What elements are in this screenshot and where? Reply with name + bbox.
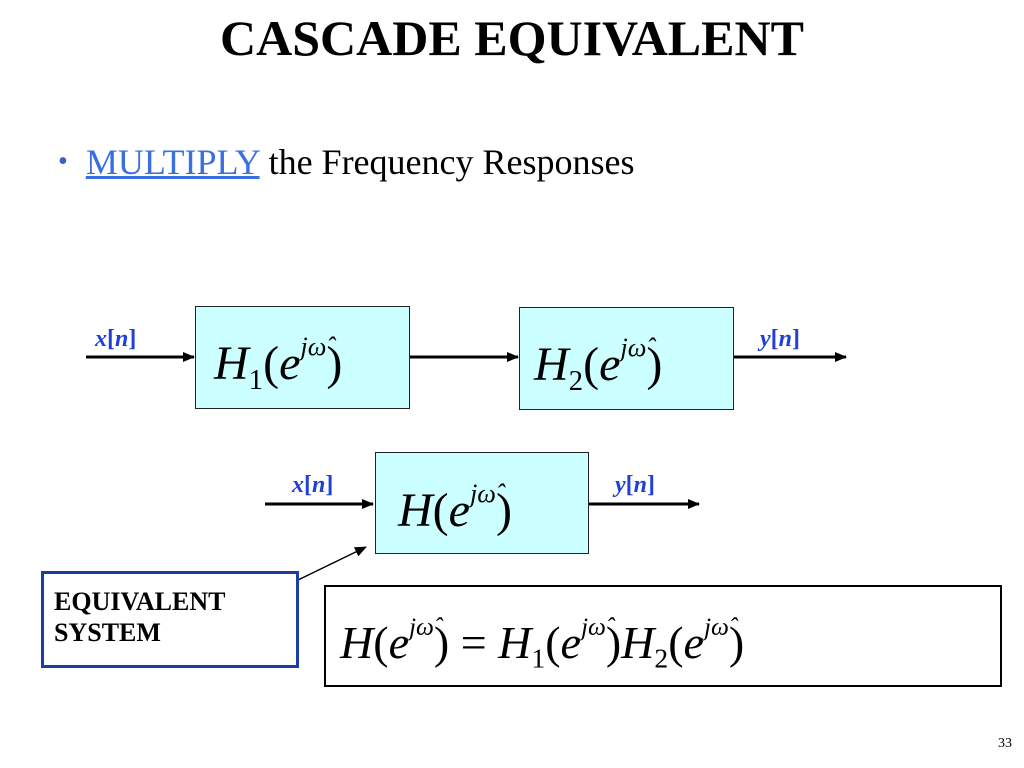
equation-box: H(ejω̂) = H1(ejω̂)H2(ejω̂) [324, 585, 1002, 687]
h-expression: H(ejω̂) [398, 478, 512, 537]
h1-expression: H1(ejω̂) [214, 331, 343, 396]
h-block: H(ejω̂) [375, 452, 589, 554]
output-signal-top: y[n] [760, 326, 801, 352]
equivalent-system-label: EQUIVALENT SYSTEM [41, 571, 299, 668]
multiply-link[interactable]: MULTIPLY [85, 142, 260, 182]
h2-expression: H2(ejω̂) [534, 332, 663, 397]
h2-block: H2(ejω̂) [519, 307, 734, 410]
h1-block: H1(ejω̂) [195, 306, 410, 409]
equivalence-equation: H(ejω̂) = H1(ejω̂)H2(ejω̂) [340, 613, 745, 674]
input-signal-top: x[n] [95, 326, 137, 352]
page-number: 33 [998, 736, 1012, 751]
slide-title: CASCADE EQUIVALENT [220, 10, 804, 66]
input-signal-bottom: x[n] [292, 472, 334, 498]
bullet-text: the Frequency Responses [259, 142, 635, 182]
output-signal-bottom: y[n] [615, 472, 656, 498]
bullet-point: • MULTIPLY the Frequency Responses [58, 140, 635, 184]
pointer-arrow [297, 546, 367, 581]
bullet-marker: • [58, 146, 68, 177]
